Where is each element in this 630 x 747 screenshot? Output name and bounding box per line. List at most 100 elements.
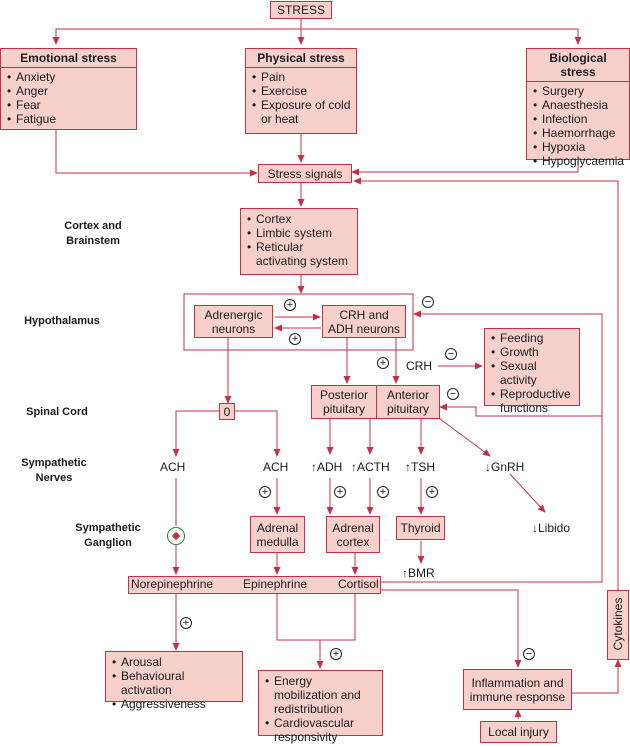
feeding-box: Feeding Growth Sexual activity Reproduct…	[484, 328, 580, 415]
stress-box: STRESS	[270, 1, 332, 19]
spinal-zero-box: 0	[219, 403, 235, 420]
adrenergic-neurons-label: Adrenergic neurons	[204, 307, 263, 336]
cortex-brainstem-label: Cortex and Brainstem	[64, 220, 122, 247]
bmr-label: ↑BMR	[402, 566, 435, 580]
biological-stress-box: Biological stress Surgery Anaesthesia In…	[526, 48, 630, 168]
posterior-pituitary-label: Posterior pituitary	[319, 388, 369, 416]
list-item: Reproductive functions	[491, 387, 575, 415]
list-item: Fatigue	[7, 112, 132, 126]
minus-sign: −	[422, 296, 434, 308]
plus-sign: +	[330, 648, 342, 660]
ganglion-icon	[167, 527, 185, 545]
minus-sign: −	[445, 348, 457, 360]
biological-stress-title: Biological stress	[527, 49, 629, 82]
plus-sign: +	[334, 486, 346, 498]
energy-list: Energy mobilization and redistribution C…	[259, 671, 382, 747]
list-item: Pain	[252, 70, 352, 84]
libido-label: ↓Libido	[532, 521, 571, 535]
local-injury-box: Local injury	[480, 721, 557, 743]
minus-sign: −	[523, 648, 535, 660]
list-item: Reticular activating system	[247, 240, 353, 268]
plus-sign: +	[377, 486, 389, 498]
gnrh-label: ↓GnRH	[485, 460, 525, 474]
list-item: Fear	[7, 98, 132, 112]
arousal-box: Arousal Behavioural activation Aggressiv…	[105, 651, 243, 711]
minus-sign: −	[447, 388, 459, 400]
physical-stress-list: Pain Exercise Exposure of cold or heat	[246, 68, 356, 129]
emotional-stress-list: Anxiety Anger Fear Fatigue	[1, 68, 136, 129]
tsh-label: ↑TSH	[405, 460, 435, 474]
cytokines-box	[607, 590, 629, 660]
list-item: Exercise	[252, 84, 352, 98]
list-item: Anaesthesia	[533, 98, 625, 112]
list-item: Infection	[533, 112, 625, 126]
adrenergic-neurons-box: Adrenergic neurons	[194, 305, 273, 338]
cortisol-label: Cortisol	[338, 577, 379, 591]
inflammation-box: Inflammation and immune response	[463, 669, 572, 710]
stress-label: STRESS	[276, 3, 325, 17]
adh-label: ↑ADH	[311, 460, 343, 474]
list-item: Limbic system	[247, 226, 353, 240]
adrenal-medulla-label: Adrenal medulla	[256, 520, 299, 549]
list-item: Anxiety	[7, 70, 132, 84]
local-injury-label: Local injury	[488, 725, 549, 739]
emotional-stress-box: Emotional stress Anxiety Anger Fear Fati…	[0, 48, 137, 130]
sympathetic-ganglion-label: Sympathetic Ganglion	[75, 522, 141, 549]
spinal-zero-label: 0	[223, 404, 231, 419]
list-item: Energy mobilization and redistribution	[265, 674, 378, 716]
plus-sign: +	[284, 299, 296, 311]
list-item: Anger	[7, 84, 132, 98]
energy-box: Energy mobilization and redistribution C…	[258, 670, 383, 744]
plus-sign: +	[426, 486, 438, 498]
list-item: Arousal	[112, 655, 238, 669]
adrenal-cortex-label: Adrenal cortex	[332, 520, 374, 549]
inflammation-label: Inflammation and immune response	[469, 675, 566, 704]
emotional-stress-title: Emotional stress	[1, 49, 136, 68]
thyroid-label: Thyroid	[400, 521, 441, 535]
list-item: Sexual activity	[491, 359, 575, 387]
crh-label: CRH	[406, 359, 432, 373]
list-item: Exposure of cold or heat	[252, 98, 352, 126]
feeding-list: Feeding Growth Sexual activity Reproduct…	[485, 329, 579, 418]
list-item: Aggressiveness	[112, 697, 238, 711]
physical-stress-title: Physical stress	[246, 49, 356, 68]
list-item: Haemorrhage	[533, 126, 625, 140]
crh-adh-neurons-box: CRH and ADH neurons	[322, 305, 406, 338]
plus-sign: +	[259, 486, 271, 498]
hormone-bar	[128, 576, 381, 594]
ach-label: ACH	[160, 460, 186, 474]
stress-signals-label: Stress signals	[267, 166, 343, 181]
adrenal-cortex-box: Adrenal cortex	[326, 516, 380, 553]
plus-sign: +	[289, 333, 301, 345]
acth-label: ↑ACTH	[351, 460, 390, 474]
crh-adh-neurons-label: CRH and ADH neurons	[327, 307, 401, 336]
hypothalamus-label: Hypothalamus	[24, 315, 100, 327]
ach-label: ACH	[263, 460, 289, 474]
norepinephrine-label: Norepinephrine	[131, 577, 214, 591]
list-item: Hypoglycaemia	[533, 154, 625, 168]
anterior-pituitary-box: Anterior pituitary	[376, 385, 440, 419]
thyroid-box: Thyroid	[396, 516, 445, 540]
list-item: Feeding	[491, 331, 575, 345]
plus-sign: +	[180, 617, 192, 629]
epinephrine-label: Epinephrine	[243, 577, 308, 591]
list-item: Hypoxia	[533, 140, 625, 154]
spinal-cord-label: Spinal Cord	[26, 406, 88, 418]
list-item: Surgery	[533, 84, 625, 98]
arousal-list: Arousal Behavioural activation Aggressiv…	[106, 652, 242, 714]
cortex-box: Cortex Limbic system Reticular activatin…	[240, 208, 358, 275]
physical-stress-box: Physical stress Pain Exercise Exposure o…	[245, 48, 357, 134]
adrenal-medulla-box: Adrenal medulla	[250, 516, 305, 553]
list-item: Growth	[491, 345, 575, 359]
anterior-pituitary-label: Anterior pituitary	[386, 388, 430, 416]
list-item: Cortex	[247, 212, 353, 226]
list-item: Behavioural activation	[112, 669, 238, 697]
cortex-list: Cortex Limbic system Reticular activatin…	[241, 209, 357, 271]
posterior-pituitary-box: Posterior pituitary	[311, 385, 377, 419]
cytokines-label: Cytokines	[611, 597, 625, 651]
biological-stress-list: Surgery Anaesthesia Infection Haemorrhag…	[527, 82, 629, 171]
stress-signals-box: Stress signals	[258, 164, 352, 183]
plus-sign: +	[377, 357, 389, 369]
sympathetic-nerves-label: Sympathetic Nerves	[21, 457, 87, 484]
list-item: Cardiovascular responsivity	[265, 716, 378, 744]
